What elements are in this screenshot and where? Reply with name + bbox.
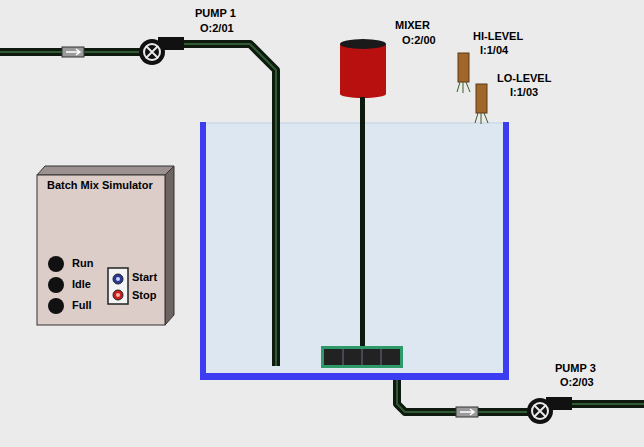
output-address: O:2/03: [560, 376, 594, 389]
pump-label: PUMP 3: [555, 362, 596, 375]
check-valve: [456, 407, 478, 417]
control-panel: [37, 166, 174, 325]
mixer-blade: [321, 346, 403, 368]
level-sensor: [457, 53, 470, 93]
control-panel-box: Batch Mix SimulatorRunIdleFull StartStop: [37, 175, 165, 325]
mixer-motor: [340, 39, 386, 349]
output-address: O:2/01: [200, 22, 234, 35]
pump-symbol: [527, 397, 572, 424]
button-label: Stop: [132, 289, 156, 302]
lamp-label: Full: [72, 299, 92, 312]
tank-liquid: [204, 122, 505, 374]
level-sensor: [475, 84, 488, 124]
pump-label: PUMP 1: [195, 7, 236, 20]
sensor-label: HI-LEVEL: [473, 30, 523, 43]
tank-rim: [204, 123, 505, 124]
mixer-label: MIXER: [395, 19, 430, 32]
button-label: Start: [132, 271, 157, 284]
check-valve: [62, 47, 84, 57]
sensor-label: LO-LEVEL: [497, 72, 551, 85]
pump-symbol: [139, 37, 184, 65]
tank-floor: [200, 373, 509, 380]
output-address: O:2/00: [402, 34, 436, 47]
tank-wall: [503, 122, 509, 380]
inlet-pipe: [0, 44, 276, 366]
input-address: I:1/03: [510, 86, 538, 99]
lamp-label: Run: [72, 257, 93, 270]
panel-title: Batch Mix Simulator: [47, 179, 153, 192]
tank-wall: [200, 122, 206, 380]
outlet-pipe: [397, 380, 644, 412]
input-address: I:1/04: [480, 44, 508, 57]
lamp-label: Idle: [72, 278, 91, 291]
